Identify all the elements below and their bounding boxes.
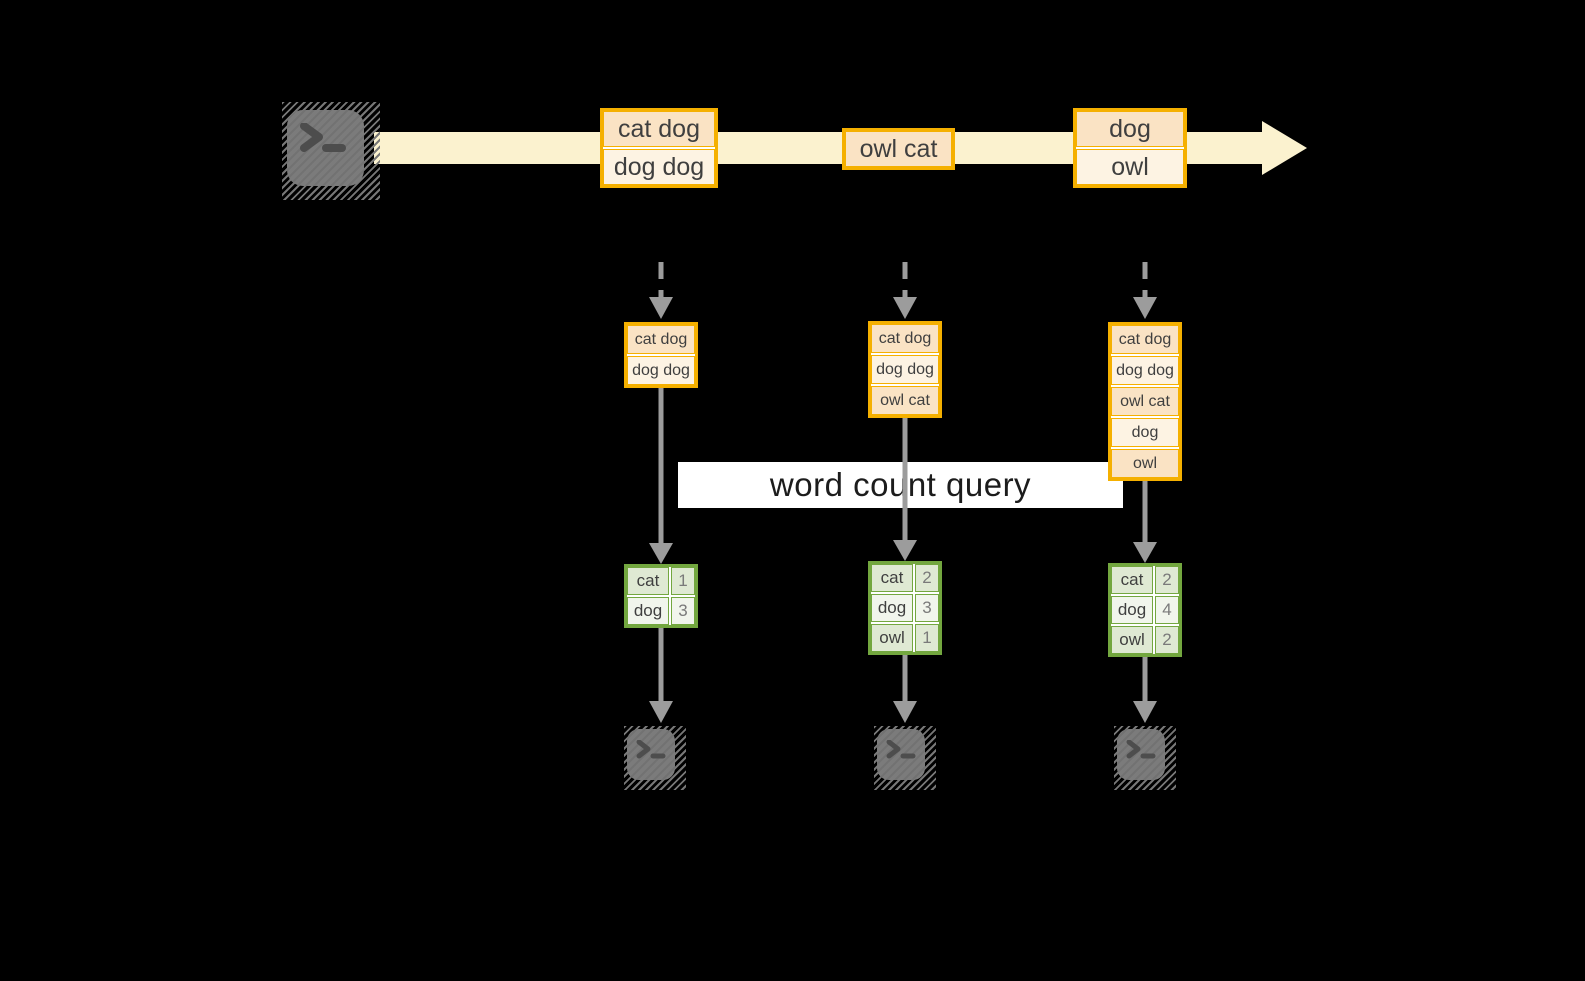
column-1-arrows [649,262,673,723]
query-banner: word count query [678,462,1123,508]
terminal-prompt-icon [300,123,346,152]
event-line: owl [1076,149,1184,185]
event-line: dog dog [603,149,715,185]
event-line: owl cat [845,131,952,167]
arrow-head-icon [1133,701,1157,723]
terminal-window [287,110,364,186]
count-table-3: cat 2 dog 4 owl 2 [1108,563,1182,657]
consumer-terminal-icon-3 [1114,726,1176,790]
count-word: dog [627,597,669,625]
record-line: dog dog [627,356,695,385]
count-word: cat [1111,566,1153,594]
count-table-1: cat 1 dog 3 [624,564,698,628]
count-value: 2 [915,564,939,592]
terminal-prompt-icon [886,740,916,759]
count-word: dog [871,594,913,622]
dashed-arrow-head-icon [893,297,917,319]
record-stack-1: cat dog dog dog [624,322,698,388]
count-value: 3 [915,594,939,622]
query-banner-label: word count query [769,466,1032,503]
record-line: dog dog [1111,356,1179,385]
terminal-window [877,729,925,780]
record-line: cat dog [627,325,695,354]
terminal-prompt-icon [636,740,666,759]
count-word: dog [1111,596,1153,624]
count-word: owl [1111,626,1153,654]
count-word: cat [871,564,913,592]
count-table-2: cat 2 dog 3 owl 1 [868,561,942,655]
record-line: owl cat [1111,387,1179,416]
terminal-window [1117,729,1165,780]
record-stack-3: cat dog dog dog owl cat dog owl [1108,322,1182,481]
arrow-head-icon [649,543,673,564]
column-2-arrows [893,262,917,723]
record-line: cat dog [1111,325,1179,354]
event-line: cat dog [603,111,715,147]
arrow-head-icon [1133,542,1157,563]
count-value: 4 [1155,596,1179,624]
arrow-head-icon [649,701,673,723]
consumer-terminal-icon-2 [874,726,936,790]
count-word: cat [627,567,669,595]
count-value: 1 [671,567,695,595]
record-line: owl cat [871,386,939,415]
arrow-head-icon [893,701,917,723]
dashed-arrow-head-icon [649,297,673,319]
record-line: cat dog [871,324,939,353]
source-terminal-icon [282,102,380,200]
count-value: 1 [915,624,939,652]
event-line: dog [1076,111,1184,147]
count-value: 2 [1155,566,1179,594]
stream-event-1: cat dog dog dog [600,108,718,188]
stream-event-2: owl cat [842,128,955,170]
count-word: owl [871,624,913,652]
dashed-arrow-head-icon [1133,297,1157,319]
record-line: dog dog [871,355,939,384]
stream-event-3: dog owl [1073,108,1187,188]
column-3-arrows [1133,262,1157,723]
record-stack-2: cat dog dog dog owl cat [868,321,942,418]
stream-arrowhead-icon [1262,121,1307,175]
consumer-terminal-icon-1 [624,726,686,790]
count-value: 2 [1155,626,1179,654]
terminal-window [627,729,675,780]
count-value: 3 [671,597,695,625]
terminal-prompt-icon [1126,740,1156,759]
record-line: dog [1111,418,1179,447]
record-line: owl [1111,449,1179,478]
arrow-head-icon [893,540,917,561]
